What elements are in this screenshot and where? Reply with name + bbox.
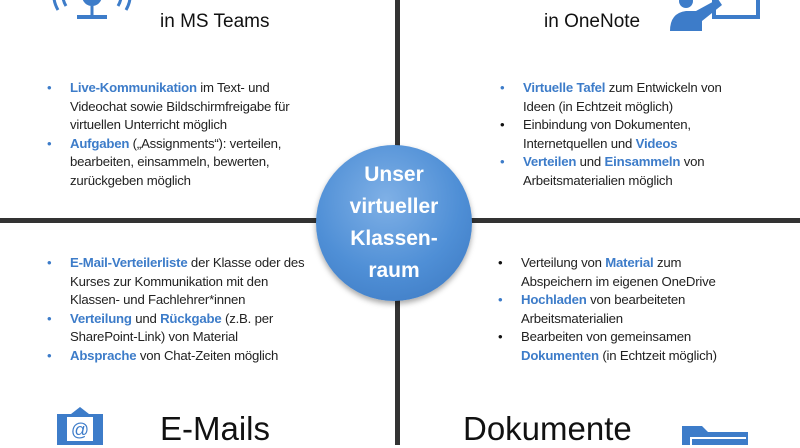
bullet-text: und bbox=[131, 310, 161, 326]
highlighted-term: Verteilung bbox=[70, 310, 132, 326]
bullet-item: Live-Kommunikation im Text- und Videocha… bbox=[47, 79, 297, 135]
teams-bullet-list: Live-Kommunikation im Text- und Videocha… bbox=[47, 79, 297, 190]
bullet-item: Absprache von Chat-Zeiten möglich bbox=[47, 347, 317, 366]
dokumente-title: Dokumente bbox=[463, 410, 632, 447]
highlighted-term: Dokumenten bbox=[521, 347, 599, 363]
onenote-bullet-list: Virtuelle Tafel zum Entwickeln von Ideen… bbox=[500, 79, 750, 190]
bullet-item: Bearbeiten von gemeinsamen Dokumenten (i… bbox=[498, 328, 753, 365]
bullet-text: von Arbeitsmaterialien möglich bbox=[523, 154, 705, 188]
bullet-item: Verteilung und Rückgabe (z.B. per ShareP… bbox=[47, 310, 317, 347]
bullet-item: Verteilung von Material zum Abspeichern … bbox=[498, 254, 753, 291]
bullet-text: („Assignments“): verteilen, bearbeiten, … bbox=[70, 135, 282, 188]
bullet-text: zum Entwickeln von Ideen (in Echtzeit mö… bbox=[523, 80, 722, 114]
bullet-text: Bearbeiten von gemeinsamen bbox=[521, 329, 692, 344]
svg-text:@: @ bbox=[71, 420, 89, 440]
highlighted-term: Live-Kommunikation bbox=[70, 80, 197, 95]
center-circle: Unser virtueller Klassen- raum bbox=[316, 145, 472, 301]
highlighted-term: Absprache bbox=[70, 347, 137, 363]
highlighted-term: E-Mail-Verteilerliste bbox=[70, 255, 188, 270]
bullet-text: und bbox=[576, 154, 605, 169]
highlighted-term: Videos bbox=[635, 135, 678, 151]
bullet-text: (z.B. per SharePoint-Link) von Material bbox=[70, 310, 274, 345]
center-label: Unser virtueller Klassen- raum bbox=[349, 163, 439, 282]
highlighted-term: Virtuelle Tafel bbox=[523, 80, 606, 95]
onenote-title: in OneNote bbox=[544, 11, 641, 32]
bullet-text: Verteilung von bbox=[521, 255, 606, 270]
highlighted-term: Hochladen bbox=[521, 292, 587, 307]
teams-title: in MS Teams bbox=[160, 11, 270, 32]
bullet-text: der Klasse oder des Kurses zur Kommunika… bbox=[70, 255, 305, 307]
dokumente-bullet-list: Verteilung von Material zum Abspeichern … bbox=[498, 254, 753, 365]
bullet-text: (in Echtzeit möglich) bbox=[598, 347, 717, 363]
bullet-item: Einbindung von Dokumenten, Internetquell… bbox=[500, 116, 750, 153]
bullet-item: E-Mail-Verteilerliste der Klasse oder de… bbox=[47, 254, 317, 310]
highlighted-term: Aufgaben bbox=[70, 135, 130, 151]
emails-bullet-list: E-Mail-Verteilerliste der Klasse oder de… bbox=[47, 254, 317, 365]
bullet-text: von Chat-Zeiten möglich bbox=[136, 347, 279, 363]
broadcast-microphone-icon bbox=[52, 0, 132, 19]
folder-icon bbox=[682, 426, 748, 445]
bullet-text: von bearbeiteten Arbeitsmaterialien bbox=[521, 292, 686, 326]
bullet-text: zum Abspeichern im eigenen OneDrive bbox=[521, 255, 716, 289]
highlighted-term: Verteilen bbox=[523, 154, 577, 169]
emails-title: E-Mails bbox=[160, 410, 271, 447]
bullet-item: Verteilen und Einsammeln von Arbeitsmate… bbox=[500, 153, 750, 190]
bullet-item: Hochladen von bearbeiteten Arbeitsmateri… bbox=[498, 291, 753, 328]
bullet-item: Virtuelle Tafel zum Entwickeln von Ideen… bbox=[500, 79, 750, 116]
email-envelope-icon: @ bbox=[57, 407, 103, 445]
highlighted-term: Rückgabe bbox=[160, 310, 222, 326]
bullet-item: Aufgaben („Assignments“): verteilen, bea… bbox=[47, 135, 297, 191]
highlighted-term: Einsammeln bbox=[604, 154, 681, 169]
teacher-whiteboard-icon bbox=[670, 0, 760, 31]
bullet-text: Einbindung von Dokumenten, Internetquell… bbox=[523, 117, 691, 151]
highlighted-term: Material bbox=[605, 255, 654, 270]
bullet-text: im Text- und Videochat sowie Bildschirmf… bbox=[70, 80, 290, 132]
